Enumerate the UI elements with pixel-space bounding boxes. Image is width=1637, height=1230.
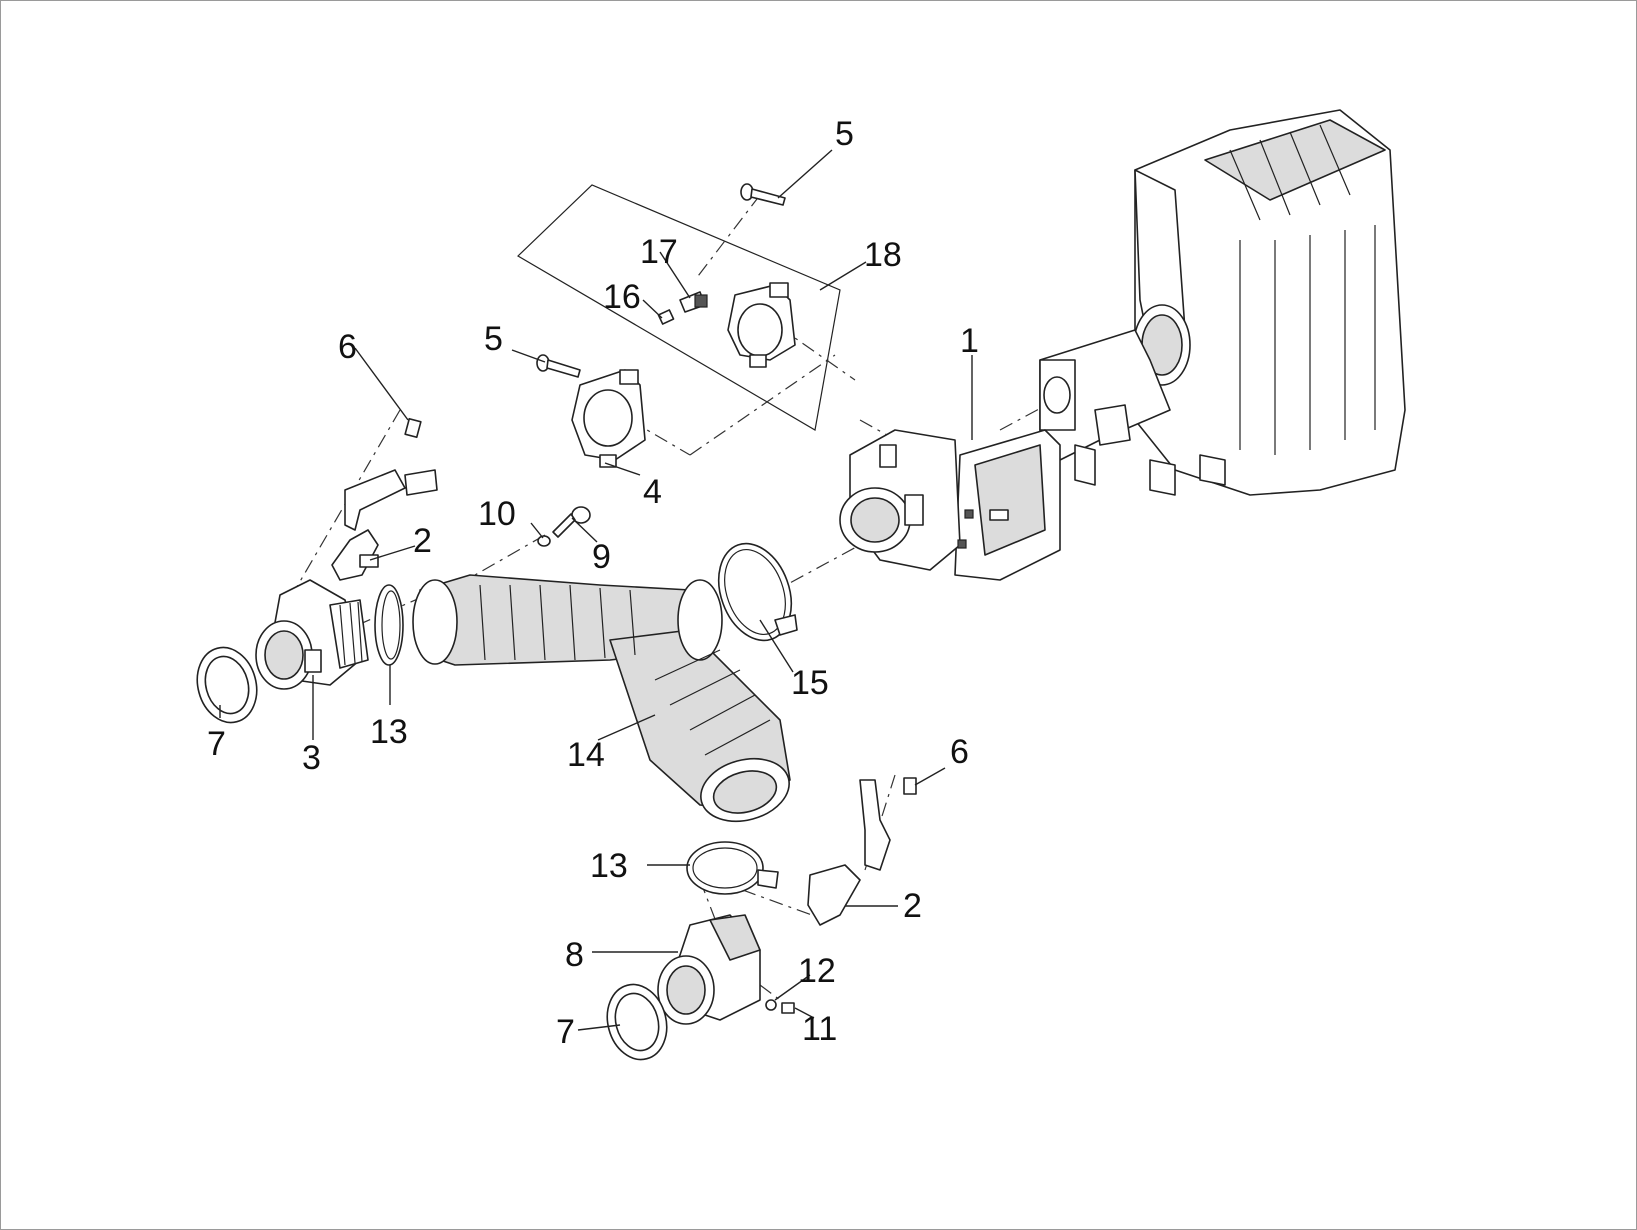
callout-2-upper: 2 [413, 522, 432, 560]
small-screws-16-17 [657, 291, 708, 325]
washer-10 [537, 535, 551, 547]
injector-2-left [331, 529, 379, 581]
callout-13-right: 13 [590, 847, 628, 885]
callout-12: 12 [798, 952, 836, 990]
manifold-3 [255, 579, 369, 690]
callouts: 1 2 2 3 4 5 5 6 6 7 7 8 9 10 11 12 13 13… [207, 115, 979, 1051]
screw-5-upper [740, 183, 786, 206]
callout-14: 14 [567, 736, 605, 774]
fuel-line-clip-left [344, 469, 438, 531]
callout-4: 4 [643, 473, 662, 511]
callout-7-right: 7 [556, 1013, 575, 1051]
clamp-4 [571, 369, 646, 468]
manifold-8 [657, 914, 761, 1025]
gasket-7-right [606, 983, 668, 1061]
clamp-upper [727, 282, 796, 368]
callout-16: 16 [603, 278, 641, 316]
leader-lines [219, 149, 973, 1031]
injector-2-right [807, 864, 861, 926]
gasket-7-left [196, 646, 258, 724]
ring-13-right [686, 841, 779, 895]
callout-5-lower: 5 [484, 320, 503, 358]
callout-6-upper: 6 [338, 328, 357, 366]
y-hose-14 [412, 574, 791, 823]
callout-17: 17 [640, 233, 678, 271]
callout-9: 9 [592, 538, 611, 576]
washer-12 [765, 999, 777, 1011]
callout-1: 1 [960, 322, 979, 360]
callout-15: 15 [791, 664, 829, 702]
callout-13-left: 13 [370, 713, 408, 751]
fuel-line-clip-right [859, 779, 891, 871]
callout-11: 11 [802, 1010, 837, 1048]
ring-13-left [374, 584, 404, 666]
callout-10: 10 [478, 495, 516, 533]
callout-7-left: 7 [207, 725, 226, 763]
callout-3: 3 [302, 739, 321, 777]
kit-outline [517, 184, 841, 431]
callout-5-upper: 5 [835, 115, 854, 153]
screw-6-left [404, 417, 422, 439]
screw-9 [552, 506, 591, 538]
callout-18: 18 [864, 236, 902, 274]
screw-6-right [903, 777, 917, 795]
callout-6-lower: 6 [950, 733, 969, 771]
callout-8: 8 [565, 936, 584, 974]
screw-5-lower [536, 354, 581, 378]
screw-11 [781, 1002, 795, 1014]
airbox [1039, 109, 1406, 496]
throttle-body [839, 429, 1061, 581]
callout-2-lower: 2 [903, 887, 922, 925]
